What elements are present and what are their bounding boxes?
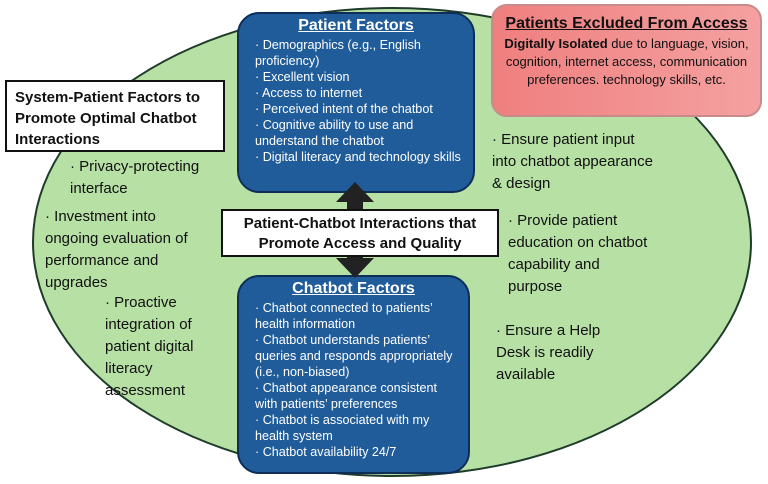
chatbot-factor-item: · Chatbot understands patients’ queries … — [255, 333, 453, 379]
chatbot-factors-box: Chatbot Factors · Chatbot connected to p… — [237, 275, 470, 474]
system-factors-label: System-Patient Factors to Promote Optima… — [5, 80, 225, 152]
chatbot-factor-item: · Chatbot availability 24/7 — [255, 445, 397, 459]
right-bullet: · Ensure a Help Desk is readily availabl… — [496, 322, 601, 383]
patient-factors-title: Patient Factors — [298, 17, 414, 34]
excluded-box: Patients Excluded From Access Digitally … — [491, 4, 762, 117]
left-bullet: · Privacy-protecting interface — [70, 158, 200, 197]
left-bullet: · Investment into ongoing evaluation of … — [45, 208, 188, 291]
chatbot-factor-item: · Chatbot is associated with my health s… — [255, 413, 430, 443]
left-bullet: · Proactive integration of patient digit… — [105, 294, 194, 399]
excluded-title: Patients Excluded From Access — [505, 15, 748, 32]
excluded-body: Digitally Isolated due to language, visi… — [493, 35, 760, 89]
chatbot-factors-list: · Chatbot connected to patients’ health … — [239, 300, 468, 460]
patient-factor-item: · Digital literacy and technology skills — [255, 150, 461, 164]
patient-factor-item: · Perceived intent of the chatbot — [255, 102, 433, 116]
interactions-label: Patient-Chatbot Interactions that Promot… — [221, 209, 499, 257]
right-bullet: · Provide patient education on chatbot c… — [508, 212, 648, 295]
patient-factors-box: Patient Factors · Demographics (e.g., En… — [237, 12, 475, 193]
patient-factor-item: · Excellent vision — [255, 70, 350, 84]
excluded-bold-lead: Digitally Isolated — [504, 36, 608, 51]
chatbot-factors-title: Chatbot Factors — [292, 280, 415, 297]
right-bullet: · Ensure patient input into chatbot appe… — [492, 131, 653, 192]
chatbot-factor-item: · Chatbot connected to patients’ health … — [255, 301, 433, 331]
chatbot-factor-item: · Chatbot appearance consistent with pat… — [255, 381, 438, 411]
patient-factor-item: · Demographics (e.g., English proficienc… — [255, 38, 421, 68]
patient-factors-list: · Demographics (e.g., English proficienc… — [239, 37, 473, 165]
patient-factor-item: · Access to internet — [255, 86, 363, 100]
patient-factor-item: · Cognitive ability to use and understan… — [255, 118, 414, 148]
excluded-text: due to language, vision, cognition, inte… — [505, 36, 749, 87]
